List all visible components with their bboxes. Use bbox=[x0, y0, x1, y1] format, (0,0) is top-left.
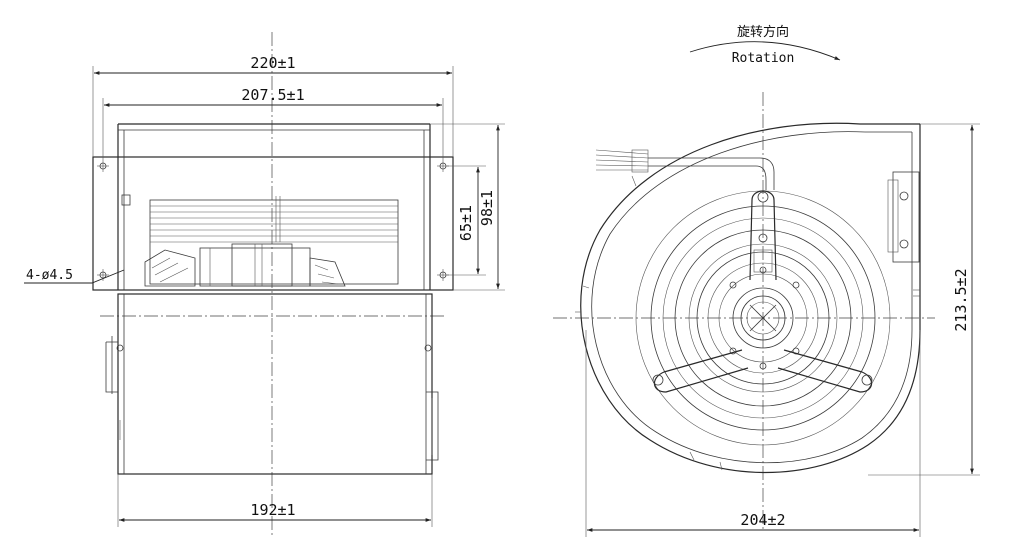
hub bbox=[740, 295, 786, 341]
mounting-flange bbox=[92, 156, 454, 291]
side-bracket bbox=[892, 171, 920, 263]
rotation-label-en: Rotation bbox=[732, 51, 795, 66]
motor-body bbox=[144, 243, 346, 287]
motor-housing-ring bbox=[696, 251, 830, 385]
cable-wires bbox=[595, 149, 649, 171]
spider-arm-top bbox=[749, 190, 777, 281]
dim-width: 204±2 bbox=[740, 511, 785, 529]
hole-leader bbox=[24, 269, 125, 284]
dim-flange-height: 98±1 bbox=[478, 190, 496, 226]
dim-mount-width: 207.5±1 bbox=[241, 86, 304, 104]
housing-outline bbox=[117, 123, 431, 290]
spider-arm-right bbox=[777, 349, 873, 393]
rotation-label-cn: 旋转方向 bbox=[737, 24, 789, 40]
dim-overall-width: 220±1 bbox=[250, 54, 295, 72]
dim-height: 213.5±2 bbox=[952, 268, 970, 331]
impeller-blades bbox=[149, 196, 399, 285]
side-view: 旋转方向 Rotation bbox=[553, 24, 980, 537]
dim-outlet-width: 192±1 bbox=[250, 501, 295, 519]
dim-hole-spacing: 65±1 bbox=[457, 205, 475, 241]
power-cable bbox=[648, 157, 775, 190]
scroll-housing bbox=[580, 122, 921, 474]
housing-body bbox=[117, 293, 433, 475]
tab-right bbox=[426, 391, 439, 461]
front-view: 220±1 207.5±1 65±1 98±1 4-ø4.5 192±1 bbox=[24, 32, 505, 535]
hub-ring bbox=[732, 287, 794, 349]
rotation-arrow bbox=[689, 41, 841, 61]
dim-holes: 4-ø4.5 bbox=[26, 268, 73, 283]
spider-arm-left bbox=[653, 349, 749, 393]
